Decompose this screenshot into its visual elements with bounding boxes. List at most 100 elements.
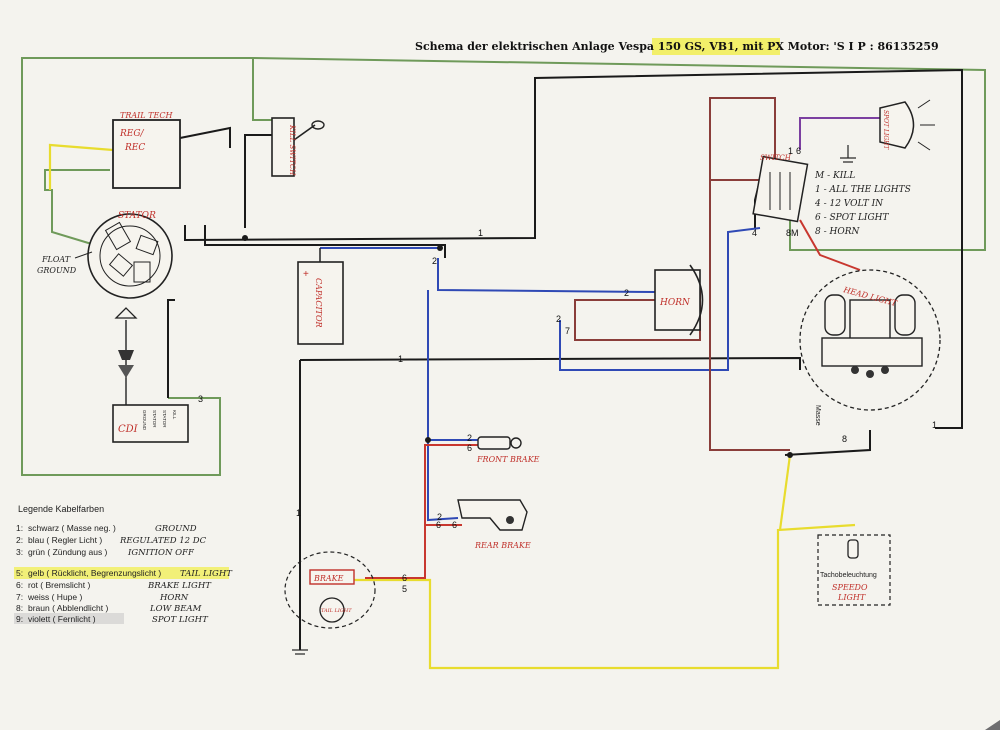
title-prefix: Schema der elektrischen Anlage Vespa 150… [415,40,709,53]
green-outer-loop-b [21,57,253,476]
wire-num-rect-6: 6 [436,520,441,530]
brake-tail-light[interactable]: BRAKE TAIL LIGHT [284,551,376,629]
black-wires [167,68,963,650]
black-main-bus [184,68,963,429]
kill-switch-label: KILL SWITCH [288,124,296,176]
legend-row-6-note: HORN [159,593,189,603]
switch-legend-1: M - KILL [814,171,855,181]
spark-plug [114,307,138,405]
legend-highlight-violet [14,613,124,624]
red-wires [365,219,861,579]
float-ground-label-2: GROUND [37,266,77,275]
regrec-brand: TRAIL TECH [120,111,173,120]
cdi-pin-2: STATOR [152,410,157,428]
front-brake-switch[interactable]: FRONT BRAKE [476,436,540,464]
yellow-regrec [48,143,114,190]
legend-row-5-printed: rot ( Bremslicht ) [28,580,91,590]
rear-brake-switch[interactable]: REAR BRAKE [457,499,531,550]
stator-label: STATOR [118,211,156,221]
svg-text:Schema der elektrischen Anlage: Schema der elektrischen Anlage Vespa 150… [415,40,939,53]
legend-row-2-num: 2: [16,535,23,545]
black-mid [299,356,801,370]
spot-light[interactable]: SPOT LIGHT [879,99,935,151]
rear-brake-label: REAR BRAKE [474,541,531,550]
brown-loop [709,97,776,181]
switch-legend-3: 4 - 12 VOLT IN [814,199,884,209]
switch-legend-2: 1 - ALL THE LIGHTS [815,185,911,195]
wire-numbers: 1 2 2 2 7 1 3 2 6 2 6 6 5 6 1 4 8M 8 1 1… [198,146,937,594]
stator[interactable]: STATOR [87,211,173,299]
regrec-label-1: REG/ [119,129,145,139]
wire-num-sw-6: 6 [796,146,801,156]
blue-horn [437,258,656,293]
masse-label: Masse [814,405,821,426]
black-regrec-gnd [179,126,231,148]
legend-row-4-note: TAIL LIGHT [180,569,233,579]
wire-num-rb-6: 6 [452,520,457,530]
black-killswitch [244,134,275,228]
green-outer-loop [252,58,275,121]
legend-row-1-note: GROUND [155,524,197,534]
wire-num-sw-8m: 8M [786,228,799,238]
regrec-label-2: REC [124,143,145,153]
speedo-label-2: LIGHT [837,593,866,602]
legend-row-7-num: 8: [16,603,23,613]
cable-color-legend: Legende Kabelfarben 1: schwarz ( Masse n… [14,504,233,625]
black-cdi [167,299,175,398]
black-cap-bus [204,225,446,258]
wire-num-tail-6: 6 [402,573,407,583]
green-wires [21,57,986,476]
horn-label: HORN [659,298,691,308]
capacitor-label: CAPACITOR [314,278,323,328]
legend-row-2-note: REGULATED 12 DC [119,536,207,546]
title-highlight [652,38,780,55]
red-switch-hl [799,219,861,271]
title-suffix: 'S I P : 86135259 [830,40,939,53]
switch-legend-5: 8 - HORN [815,227,860,237]
green-left-loop [44,169,110,246]
legend-row-3-note: IGNITION OFF [127,548,195,558]
cdi-label: CDI [118,424,139,435]
legend-row-8-note: SPOT LIGHT [152,615,209,625]
switch-legend-4: 6 - SPOT LIGHT [815,213,890,223]
purple-spot-wire [799,117,888,150]
speedo-light[interactable]: Tachobeleuchtung SPEEDO LIGHT [817,534,891,606]
wire-num-hl-1: 1 [932,420,937,430]
legend-row-7-note: LOW BEAM [149,604,202,614]
head-light[interactable]: HEAD LIGHT [799,269,941,411]
blue-rear [427,440,459,522]
tail-light-label: TAIL LIGHT [321,608,352,614]
junction-dots [242,235,793,458]
regulator-rectifier[interactable]: TRAIL TECH REG/ REC [112,111,181,189]
legend-row-3-num: 3: [16,547,23,557]
cdi-pin-1: GROUND [142,410,147,431]
wire-num-cdi-3: 3 [198,394,203,404]
wire-num-mid-1: 1 [398,354,403,364]
horn[interactable]: HORN [654,264,704,336]
capacitor[interactable]: + CAPACITOR [297,248,344,345]
legend-row-8-num: 9: [16,614,23,624]
handlebar-switch[interactable]: SWITCH [752,154,809,223]
green-top-right [252,57,986,251]
legend-row-4-num: 5: [16,568,23,578]
ground-symbol-switch [840,145,856,163]
wire-num-horn-2: 2 [624,288,629,298]
wire-num-left-1: 1 [296,508,301,518]
switch-legend: M - KILL 1 - ALL THE LIGHTS 4 - 12 VOLT … [814,171,911,237]
legend-row-1-num: 1: [16,523,23,533]
legend-row-5-note: BRAKE LIGHT [147,581,212,591]
red-brake [365,444,478,579]
tacho-label: Tachobeleuchtung [820,572,877,579]
legend-row-1-printed: schwarz ( Masse neg. ) [28,523,116,533]
float-ground-arrow [74,251,93,259]
cdi-pin-3: STATOR [162,410,167,428]
wire-num-hl-8: 8 [842,434,847,444]
cdi-unit[interactable]: CDI GROUND STATOR STATOR KILL [112,404,189,443]
legend-row-6-num: 7: [16,592,23,602]
kill-switch[interactable]: KILL SWITCH [271,117,325,177]
wire-num-sw-4: 4 [752,228,757,238]
wire-num-fb-2: 2 [467,433,472,443]
brake-label: BRAKE [313,574,344,583]
front-brake-label: FRONT BRAKE [476,455,540,464]
